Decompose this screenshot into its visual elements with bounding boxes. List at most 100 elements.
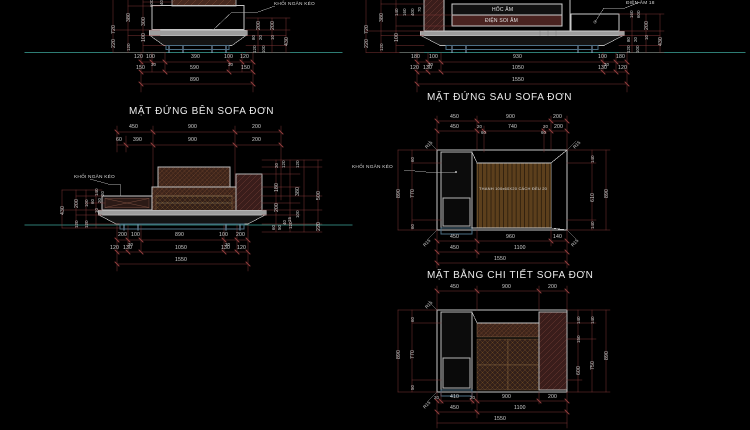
dim-pl-200: 200: [548, 284, 557, 290]
dim-rear-120b: 120: [618, 65, 627, 71]
dim-pl-900: 900: [502, 284, 511, 290]
title-detail-plan: MẶT BẰNG CHI TIẾT SOFA ĐƠN: [427, 270, 594, 281]
view-front-elevation: [24, 125, 353, 272]
dim-pl-50: 50: [410, 384, 415, 390]
dim-fe-l20: 20: [97, 197, 102, 203]
dim-side-b390: 390: [191, 54, 200, 60]
dim-rear-1550: 1550: [512, 77, 524, 83]
dim-side-220: 220: [111, 39, 117, 48]
dim-fe-r15: 15: [287, 216, 292, 222]
dim-pu-900: 900: [506, 114, 515, 120]
view-plan-lower: [397, 285, 611, 429]
dim-fe-r50: 50: [277, 224, 282, 230]
dim-pu-b450: 450: [450, 234, 459, 240]
dim-pl-b200: 200: [548, 394, 557, 400]
dim-fe-1550: 1550: [175, 257, 187, 263]
dim-fe-l10: 10: [94, 207, 99, 213]
dim-fe-r200: 200: [274, 203, 280, 212]
dim-fe-l120a: 120: [74, 220, 79, 228]
dim-pu-60c: 60: [410, 156, 415, 162]
dim-side-b30a: 30: [151, 62, 157, 67]
dim-rear-r20: 20: [633, 36, 638, 42]
dim-side-430: 430: [284, 37, 290, 46]
dim-fe-r500: 500: [316, 191, 322, 200]
dim-fe-200b: 200: [252, 137, 261, 143]
title-rear-elevation: MẶT ĐỨNG SAU SOFA ĐƠN: [427, 92, 573, 103]
dim-fe-r100: 100: [295, 210, 300, 218]
dim-pu-b140: 140: [553, 234, 562, 240]
dim-rear-220: 220: [364, 39, 370, 48]
dim-rear-1050: 1050: [512, 65, 524, 71]
dim-pu-140b: 140: [590, 221, 595, 229]
dim-fe-l20b: 20: [100, 190, 105, 196]
dim-pu-610: 610: [590, 193, 596, 202]
dim-fe-r120a: 120: [281, 160, 286, 168]
dim-rear-160: 160: [402, 8, 407, 16]
dim-side-b120b: 120: [240, 54, 249, 60]
dim-rear-b180a: 180: [411, 54, 420, 60]
dim-side-r200a: 200: [256, 21, 262, 30]
dim-fe-900: 900: [188, 124, 197, 130]
dim-rear-b100b: 100: [598, 54, 607, 60]
dim-fe-b100b: 100: [219, 232, 228, 238]
dim-pu-450: 450: [450, 114, 459, 120]
dim-side-40: 40: [159, 0, 164, 5]
dim-fe-130a: 130: [123, 245, 132, 251]
dim-pl-450: 450: [450, 284, 459, 290]
dim-fe-60: 60: [116, 137, 122, 143]
dim-rear-140: 140: [394, 8, 399, 16]
dim-side-590: 590: [190, 65, 199, 71]
note-slat: THANH 100x60X20 CÁCH ĐỀU 20: [479, 186, 548, 191]
dim-rear-130b: 130: [598, 65, 607, 71]
dim-fe-b890: 890: [175, 232, 184, 238]
dim-fe-b30b: 30: [225, 242, 231, 247]
dim-fe-l100: 100: [84, 199, 89, 207]
dim-side-380: 380: [126, 13, 132, 22]
dim-pl-770: 770: [410, 350, 416, 359]
dim-fe-430: 430: [60, 206, 66, 215]
dim-rear-120a: 120: [410, 65, 419, 71]
dim-pl-b450: 450: [450, 405, 459, 411]
note-drawer-block-1: KHỐI NGĂN KÉO: [274, 2, 315, 7]
dim-fe-r220: 220: [316, 222, 322, 231]
dim-side-890: 890: [190, 77, 199, 83]
dim-pl-140b: 140: [590, 316, 595, 324]
dim-side-r20: 20: [258, 34, 263, 40]
dim-pu-890: 890: [396, 189, 402, 198]
dim-pl-b20b: 20: [470, 395, 476, 400]
dim-pl-890b: 890: [604, 351, 610, 360]
dim-pl-600: 600: [576, 366, 582, 375]
dim-side-r120: 120: [252, 45, 257, 53]
dim-pl-60: 60: [410, 316, 415, 322]
dim-side-300: 300: [141, 17, 147, 26]
dim-pl-b410: 410: [450, 394, 459, 400]
dim-pl-750: 750: [590, 361, 596, 370]
dim-rear-b930: 930: [513, 54, 522, 60]
dim-pu-60d: 60: [410, 223, 415, 229]
dim-fe-r20: 20: [274, 162, 279, 168]
view-plan-upper: [397, 115, 611, 269]
dim-rear-b180b: 180: [616, 54, 625, 60]
dim-side-720: 720: [111, 25, 117, 34]
dim-rear-400: 400: [410, 8, 415, 16]
dim-fe-450: 450: [129, 124, 138, 130]
dim-fe-390: 390: [133, 137, 142, 143]
dim-fe-r380: 380: [295, 187, 301, 196]
dim-rear-130a: 130: [423, 65, 432, 71]
dim-side-b120a: 120: [134, 54, 143, 60]
dim-pu-450b: 450: [450, 124, 459, 130]
dim-pu-740: 740: [508, 124, 517, 130]
dim-fe-130b: 130: [221, 245, 230, 251]
dim-side-r100: 100: [261, 45, 266, 53]
view-rear-elevation: [365, 0, 746, 93]
dim-rear-70: 70: [417, 6, 422, 12]
dim-side-120: 120: [126, 43, 131, 51]
dim-pu-b960: 960: [506, 234, 515, 240]
dim-pl-1100: 1100: [514, 405, 526, 411]
dim-rear-r80: 80: [626, 36, 631, 42]
label-hoc-am: HỐC ÂM: [492, 7, 514, 13]
dim-rear-100: 100: [394, 33, 400, 42]
dim-fe-b100a: 100: [131, 232, 140, 238]
dim-rear-b100a: 100: [429, 54, 438, 60]
